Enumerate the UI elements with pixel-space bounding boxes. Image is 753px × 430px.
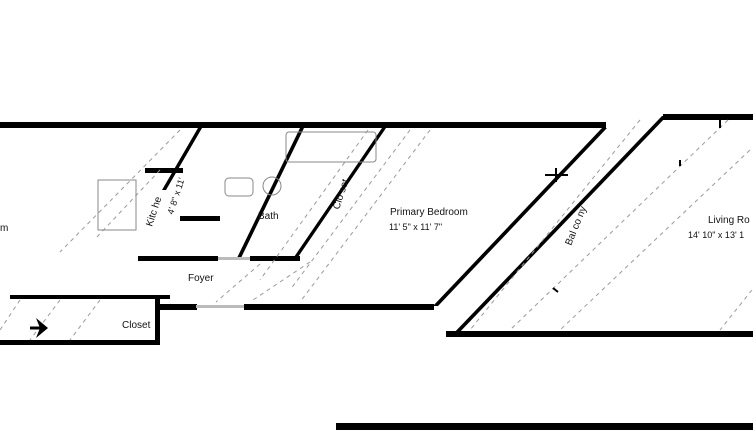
balcony-marks [545, 120, 721, 293]
closet-bottom-wall [0, 340, 160, 345]
primary-bedroom-dims: 11' 5" x 11' 7" [389, 222, 442, 232]
bath-label: Bath [258, 211, 279, 222]
closet-label: Closet [122, 320, 151, 331]
fixtures [0, 119, 753, 341]
entry-wall-bottom [336, 423, 753, 430]
closet-diagonal-wall [292, 128, 386, 260]
balcony-diagonal-wall [451, 116, 667, 336]
kitchen-mid-wall [138, 256, 218, 261]
closet-top-wall [10, 295, 170, 299]
bedroom-bottom-wall [244, 304, 434, 310]
bath-diagonal-wall [236, 128, 304, 260]
kitchen-mid-wall-right [250, 256, 300, 261]
balcony-bottom-wall [446, 331, 753, 337]
primary-bedroom-label: Primary Bedroom [390, 207, 468, 218]
kitchen-label: Kitc he [144, 195, 164, 228]
sink [224, 177, 254, 197]
closet-vertical-wall [155, 296, 160, 344]
door-opening [196, 305, 244, 308]
bath-fixtures [97, 131, 377, 231]
living-room-dims: 14' 10" x 13' 1 [688, 230, 744, 240]
top-wall [0, 122, 606, 128]
kitchen-door-opening [218, 257, 250, 260]
kitchen-diagonal-wall [162, 128, 202, 190]
walls [0, 114, 753, 430]
bathtub [285, 131, 377, 163]
bedroom-right-diagonal-wall [433, 128, 607, 306]
left-room-label: m [0, 223, 8, 234]
kitchen-counter [97, 179, 137, 231]
foyer-bottom-wall-left [155, 304, 197, 310]
living-room-label: Living Ro [708, 215, 750, 226]
kitchen-upper-wall [145, 168, 183, 173]
top-wall-right [663, 114, 753, 120]
closet-vertical-label: Clo set [331, 178, 351, 211]
foyer-label: Foyer [188, 273, 214, 284]
bath-wall-segment [180, 216, 220, 221]
toilet [262, 176, 282, 196]
balcony-label: Bal co ny [564, 205, 590, 247]
